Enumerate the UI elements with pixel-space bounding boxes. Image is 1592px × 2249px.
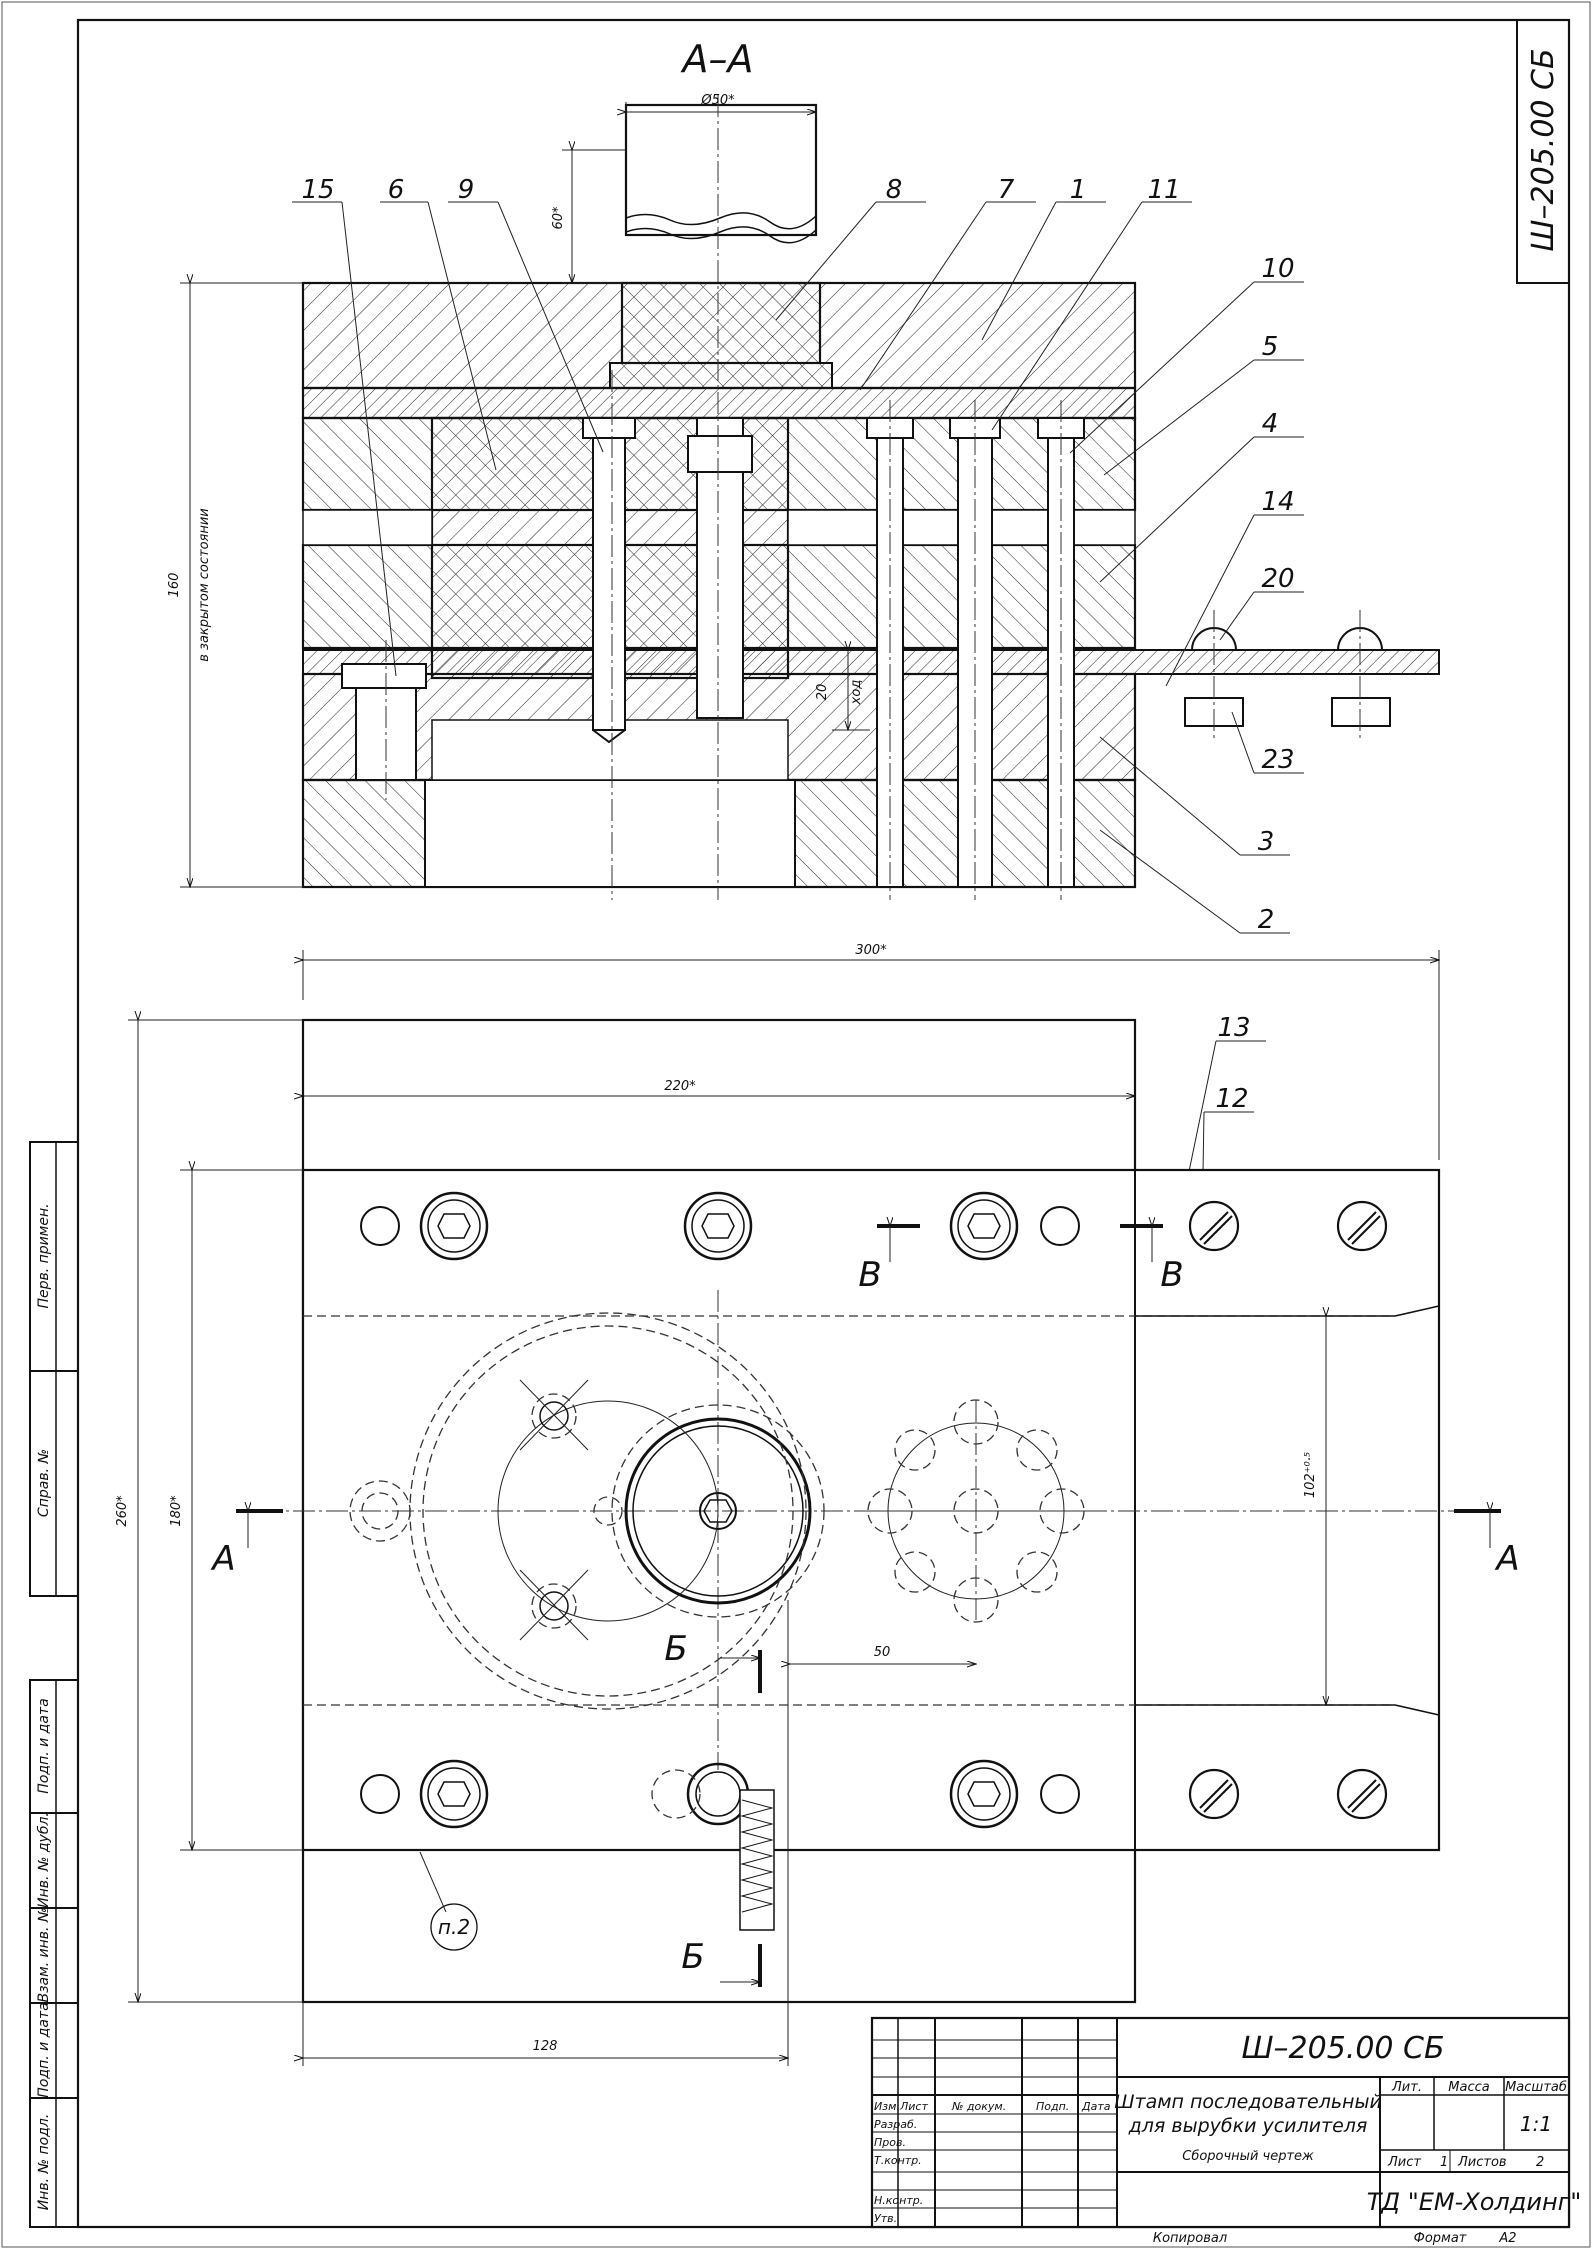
dim-strip-102: 102⁺⁰·⁵	[1303, 1452, 1318, 1498]
pos-10: 10	[1261, 254, 1294, 284]
pos-1: 1	[1070, 175, 1087, 205]
tb-lit: Лит.	[1391, 2080, 1422, 2095]
pos-20: 20	[1261, 564, 1294, 594]
tb-col-list: Лист	[899, 2100, 928, 2113]
pos-23: 23	[1261, 745, 1294, 775]
pos-4: 4	[1262, 409, 1279, 439]
stamp-podp-data-2: Подп. и дата	[36, 2002, 52, 2097]
pos-8: 8	[886, 175, 903, 205]
section-mark-a-left: А	[210, 1539, 235, 1579]
stamp-podp-data-1: Подп. и дата	[36, 1698, 52, 1793]
tb-row-razrab: Разраб.	[874, 2118, 917, 2131]
dim-width-220: 220*	[664, 1079, 696, 1094]
pos-9: 9	[458, 175, 475, 205]
tb-col-izm: Изм.	[874, 2100, 900, 2113]
section-mark-b-bottom: Б	[681, 1937, 704, 1977]
stamp-sprav: Справ. №	[36, 1449, 52, 1517]
title-block: Ш–205.00 СБ Штамп последовательный для в…	[870, 2016, 1582, 2229]
section-mark-a-right: А	[1494, 1539, 1519, 1579]
section-aa: А–А	[167, 37, 1440, 1717]
pos-13: 13	[1217, 1013, 1250, 1043]
pos-15: 15	[301, 175, 334, 205]
dim-shank-height: 60*	[551, 206, 566, 230]
section-mark-b-top: Б	[664, 1629, 687, 1669]
dim-width-300: 300*	[855, 943, 887, 958]
tb-row-tkontr: Т.контр.	[874, 2154, 922, 2167]
tb-designation: Ш–205.00 СБ	[1241, 2031, 1444, 2066]
tb-doc-type: Сборочный чертеж	[1182, 2149, 1314, 2164]
pos-3: 3	[1258, 827, 1275, 857]
stamp-perv-primen: Перв. примен.	[36, 1203, 52, 1308]
section-aa-title: А–А	[680, 37, 754, 81]
tb-massa: Масса	[1448, 2080, 1489, 2095]
sheet-code-rotated: Ш–205.00 СБ	[1526, 48, 1561, 251]
dim-step-50: 50	[874, 1645, 891, 1660]
dim-stroke: 20	[815, 684, 830, 701]
dim-width-128: 128	[533, 2039, 558, 2054]
fasteners	[360, 1191, 1388, 1931]
section-mark-v-right: В	[1160, 1255, 1183, 1295]
dim-height-180: 180*	[169, 1495, 184, 1527]
tb-row-utv: Утв.	[874, 2212, 897, 2225]
pos-7: 7	[998, 175, 1015, 205]
note-stroke: ход	[849, 680, 864, 706]
pos-11: 11	[1147, 175, 1180, 205]
section-mark-v-left: В	[858, 1255, 881, 1295]
tb-col-sign: Подп.	[1036, 2100, 1069, 2113]
tb-row-prov: Пров.	[874, 2136, 906, 2149]
stamp-vzam-inv: Взам. инв. №	[36, 1907, 52, 2002]
format-label: Формат	[1414, 2231, 1467, 2246]
pos-5: 5	[1262, 332, 1279, 362]
dim-closed-height: 160	[167, 573, 182, 598]
tb-row-nkontr: Н.контр.	[874, 2194, 923, 2207]
tb-masshtab: Масштаб	[1505, 2080, 1567, 2095]
note-closed-state: в закрытом состоянии	[197, 508, 212, 662]
tb-name-line1: Штамп последовательный	[1114, 2091, 1382, 2113]
tb-org: ТД "ЕМ-Холдинг"	[1367, 2188, 1582, 2216]
tb-col-date: Дата	[1081, 2100, 1111, 2113]
pos-12: 12	[1215, 1084, 1248, 1114]
tb-col-doc: № докум.	[951, 2100, 1006, 2113]
dim-shank-diameter: Ø50*	[700, 93, 735, 108]
tb-sheets-label: Листов	[1457, 2155, 1507, 2170]
format-value: А2	[1498, 2231, 1516, 2246]
tb-sheet-label: Лист	[1387, 2155, 1421, 2170]
tb-sheets-num: 2	[1536, 2155, 1544, 2170]
copied-label: Копировал	[1153, 2231, 1227, 2246]
tb-name-line2: для вырубки усилителя	[1128, 2115, 1368, 2137]
position-leaders	[292, 201, 1304, 1717]
tb-sheet-num: 1	[1440, 2155, 1448, 2170]
pos-6: 6	[388, 175, 405, 205]
pos-2: 2	[1258, 905, 1275, 935]
stamp-inv-podl: Инв. № подл.	[36, 2114, 52, 2211]
left-side-stamp: Перв. примен. Справ. № Подп. и дата Инв.…	[29, 1141, 79, 2228]
note-ref: п.2	[438, 1915, 470, 1939]
dim-height-260: 260*	[115, 1495, 130, 1527]
stamp-inv-dubl: Инв. № дубл.	[36, 1812, 52, 1908]
tb-scale: 1:1	[1520, 2112, 1552, 2136]
plan-view: А А В В Б Б 300* 220* 260* 180* 102⁺⁰·⁵	[115, 943, 1520, 2066]
pos-14: 14	[1261, 487, 1294, 517]
